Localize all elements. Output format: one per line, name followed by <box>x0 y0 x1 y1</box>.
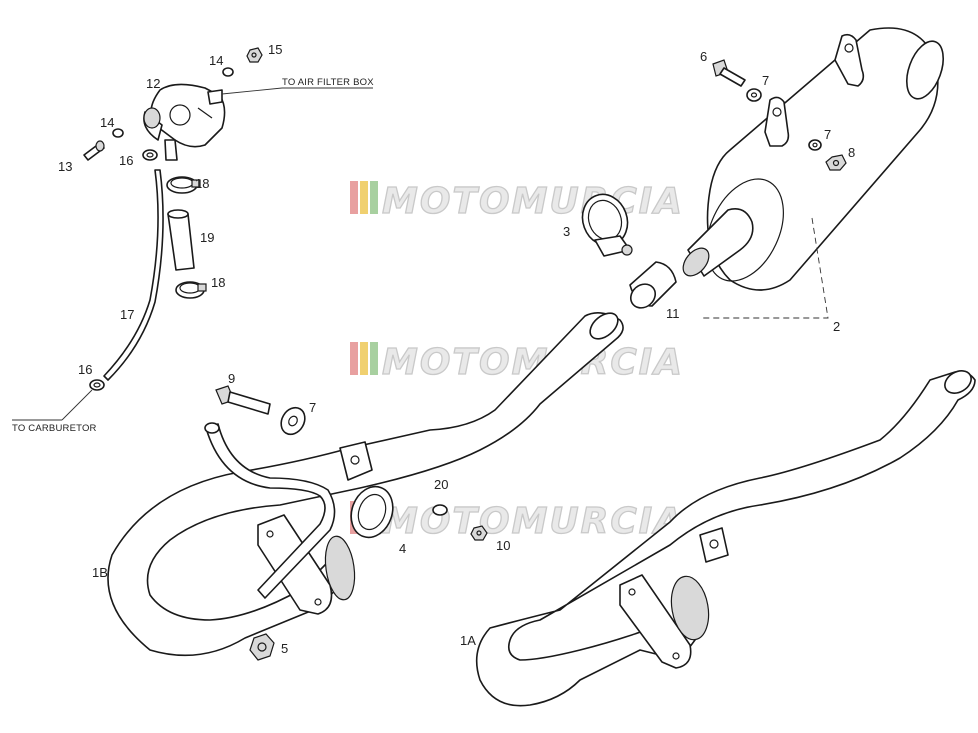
hose-clip-16-top <box>142 149 158 161</box>
watermark-text: MOTOMURCIA <box>382 342 684 383</box>
bolt-6 <box>712 59 746 87</box>
callout-6: 6 <box>700 49 707 64</box>
note-to-carburetor: TO CARBURETOR <box>12 423 97 434</box>
hose-clip-16-bottom <box>89 379 105 391</box>
watermark-middle: MOTOMURCIA <box>350 341 684 384</box>
nut-5 <box>249 633 275 661</box>
washer-7-top <box>746 88 762 102</box>
callout-1b: 1B <box>92 565 108 580</box>
sleeve <box>629 261 677 309</box>
washer-7-left <box>280 406 306 436</box>
callout-11: 11 <box>666 306 680 321</box>
muffler-leader <box>700 217 829 319</box>
callout-16-top: 16 <box>119 153 133 168</box>
air-valve <box>143 83 226 161</box>
watermark-top: MOTOMURCIA <box>350 180 684 223</box>
callout-15: 15 <box>268 42 282 57</box>
muffler <box>682 27 945 291</box>
clamp-18-bottom <box>175 281 207 299</box>
callout-7-right: 7 <box>824 127 831 142</box>
callout-1a: 1A <box>460 633 476 648</box>
callout-12: 12 <box>146 76 160 91</box>
carburetor-leader <box>61 389 93 421</box>
callout-7-top: 7 <box>762 73 769 88</box>
callout-16-bottom: 16 <box>78 362 92 377</box>
callout-3: 3 <box>563 224 570 239</box>
screw-13 <box>83 140 105 161</box>
watermark-text: MOTOMURCIA <box>382 501 684 542</box>
callout-10: 10 <box>496 538 510 553</box>
watermark-text: MOTOMURCIA <box>382 181 684 222</box>
clamp <box>581 193 633 257</box>
callout-14-top: 14 <box>209 53 223 68</box>
hose-19 <box>167 209 195 271</box>
callout-7-left: 7 <box>309 400 316 415</box>
callout-18-bottom: 18 <box>211 275 225 290</box>
callout-14-left: 14 <box>100 115 114 130</box>
gasket-4 <box>350 485 394 539</box>
callout-17: 17 <box>120 307 134 322</box>
bolt-9 <box>215 385 271 415</box>
callout-2: 2 <box>833 319 840 334</box>
hose-17 <box>103 169 164 381</box>
nut-8 <box>825 154 847 171</box>
callout-19: 19 <box>200 230 214 245</box>
callout-5: 5 <box>281 641 288 656</box>
note-to-air-filter-box: TO AIR FILTER BOX <box>282 77 374 88</box>
callout-20: 20 <box>434 477 448 492</box>
clamp-18-top <box>166 176 201 194</box>
washer-14-top <box>222 67 234 77</box>
air-filter-leader <box>221 87 283 95</box>
callout-8: 8 <box>848 145 855 160</box>
watermark-bottom: MOTOMURCIA <box>350 500 684 543</box>
washer-7-right <box>808 139 822 151</box>
washer-14-left <box>112 128 124 138</box>
secondary-air-tube <box>205 423 336 599</box>
nut-10 <box>470 525 488 541</box>
callout-4: 4 <box>399 541 406 556</box>
callout-18-top: 18 <box>195 176 209 191</box>
exhaust-pipe-1a <box>475 370 976 707</box>
washer-20 <box>432 504 448 516</box>
nut-15 <box>246 47 263 63</box>
callout-13: 13 <box>58 159 72 174</box>
callout-9: 9 <box>228 371 235 386</box>
